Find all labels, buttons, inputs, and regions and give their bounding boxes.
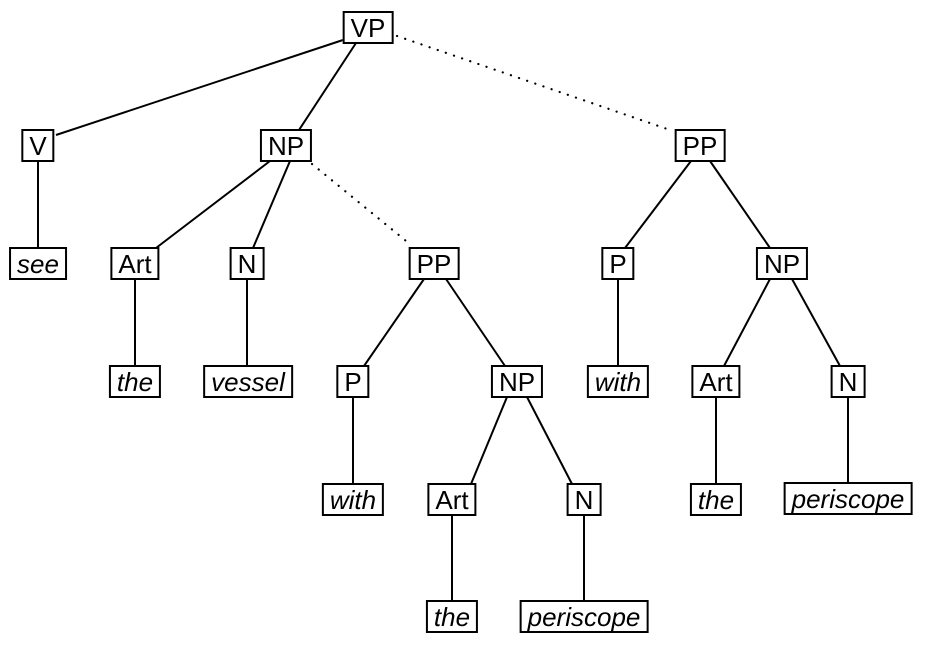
node-vessel: vessel [203, 365, 293, 398]
node-with-low: with [321, 483, 385, 516]
node-np-object-label: NP [267, 130, 305, 161]
edge-vp-v [55, 38, 347, 136]
edge-nplow-n [526, 396, 573, 485]
node-vessel-label: vessel [211, 366, 285, 397]
node-p-low-label: P [344, 366, 362, 397]
node-v-label: V [29, 130, 47, 161]
node-pp-high: PP [674, 129, 726, 162]
edge-pplow-p [363, 278, 425, 367]
node-art-object: Art [110, 247, 160, 280]
node-np-object: NP [259, 129, 313, 162]
node-the-high: the [689, 483, 743, 516]
node-the-low-label: the [433, 601, 471, 632]
node-with-high: with [586, 365, 650, 398]
node-the-object-label: the [116, 366, 154, 397]
node-pp-low: PP [408, 247, 460, 280]
edge-np-pplow-dotted [310, 162, 413, 247]
node-p-high-label: P [609, 248, 627, 279]
edge-pphigh-p [624, 160, 692, 249]
node-np-high-label: NP [763, 248, 801, 279]
node-np-low-label: NP [498, 366, 536, 397]
node-art-object-label: Art [118, 248, 152, 279]
node-periscope-low-label: periscope [527, 601, 641, 632]
node-n-low: N [566, 483, 602, 516]
node-see: see [9, 247, 67, 280]
node-p-low: P [336, 365, 370, 398]
edge-np-n [252, 160, 291, 249]
node-art-low: Art [427, 483, 477, 516]
node-pp-low-label: PP [416, 248, 452, 279]
edge-pphigh-np [709, 160, 771, 249]
node-n-high-label: N [838, 366, 858, 397]
node-n-object-label: N [237, 248, 257, 279]
edge-pplow-np [445, 278, 506, 367]
node-see-label: see [17, 248, 59, 279]
node-with-low-label: with [329, 484, 377, 515]
node-n-object: N [229, 247, 265, 280]
edge-vp-pphigh-dotted [395, 34, 675, 133]
node-periscope-high: periscope [783, 482, 913, 515]
node-np-high: NP [755, 247, 809, 280]
node-art-high-label: Art [699, 366, 733, 397]
node-periscope-low: periscope [519, 600, 649, 633]
node-the-low: the [425, 600, 479, 633]
node-periscope-high-label: periscope [791, 483, 905, 514]
node-vp-label: VP [350, 12, 386, 43]
node-with-high-label: with [594, 366, 642, 397]
node-n-high: N [830, 365, 866, 398]
node-vp: VP [342, 11, 394, 44]
node-p-high: P [601, 247, 635, 280]
edge-nphigh-art [723, 278, 771, 367]
node-v: V [21, 129, 55, 162]
node-pp-high-label: PP [682, 130, 718, 161]
edge-np-art [155, 160, 271, 249]
node-n-low-label: N [574, 484, 594, 515]
edge-nphigh-n [791, 278, 841, 367]
node-art-low-label: Art [435, 484, 469, 515]
node-the-high-label: the [697, 484, 735, 515]
node-np-low: NP [490, 365, 544, 398]
edge-nplow-art [470, 396, 508, 485]
node-the-object: the [108, 365, 162, 398]
edge-vp-np [298, 42, 357, 131]
node-art-high: Art [691, 365, 741, 398]
